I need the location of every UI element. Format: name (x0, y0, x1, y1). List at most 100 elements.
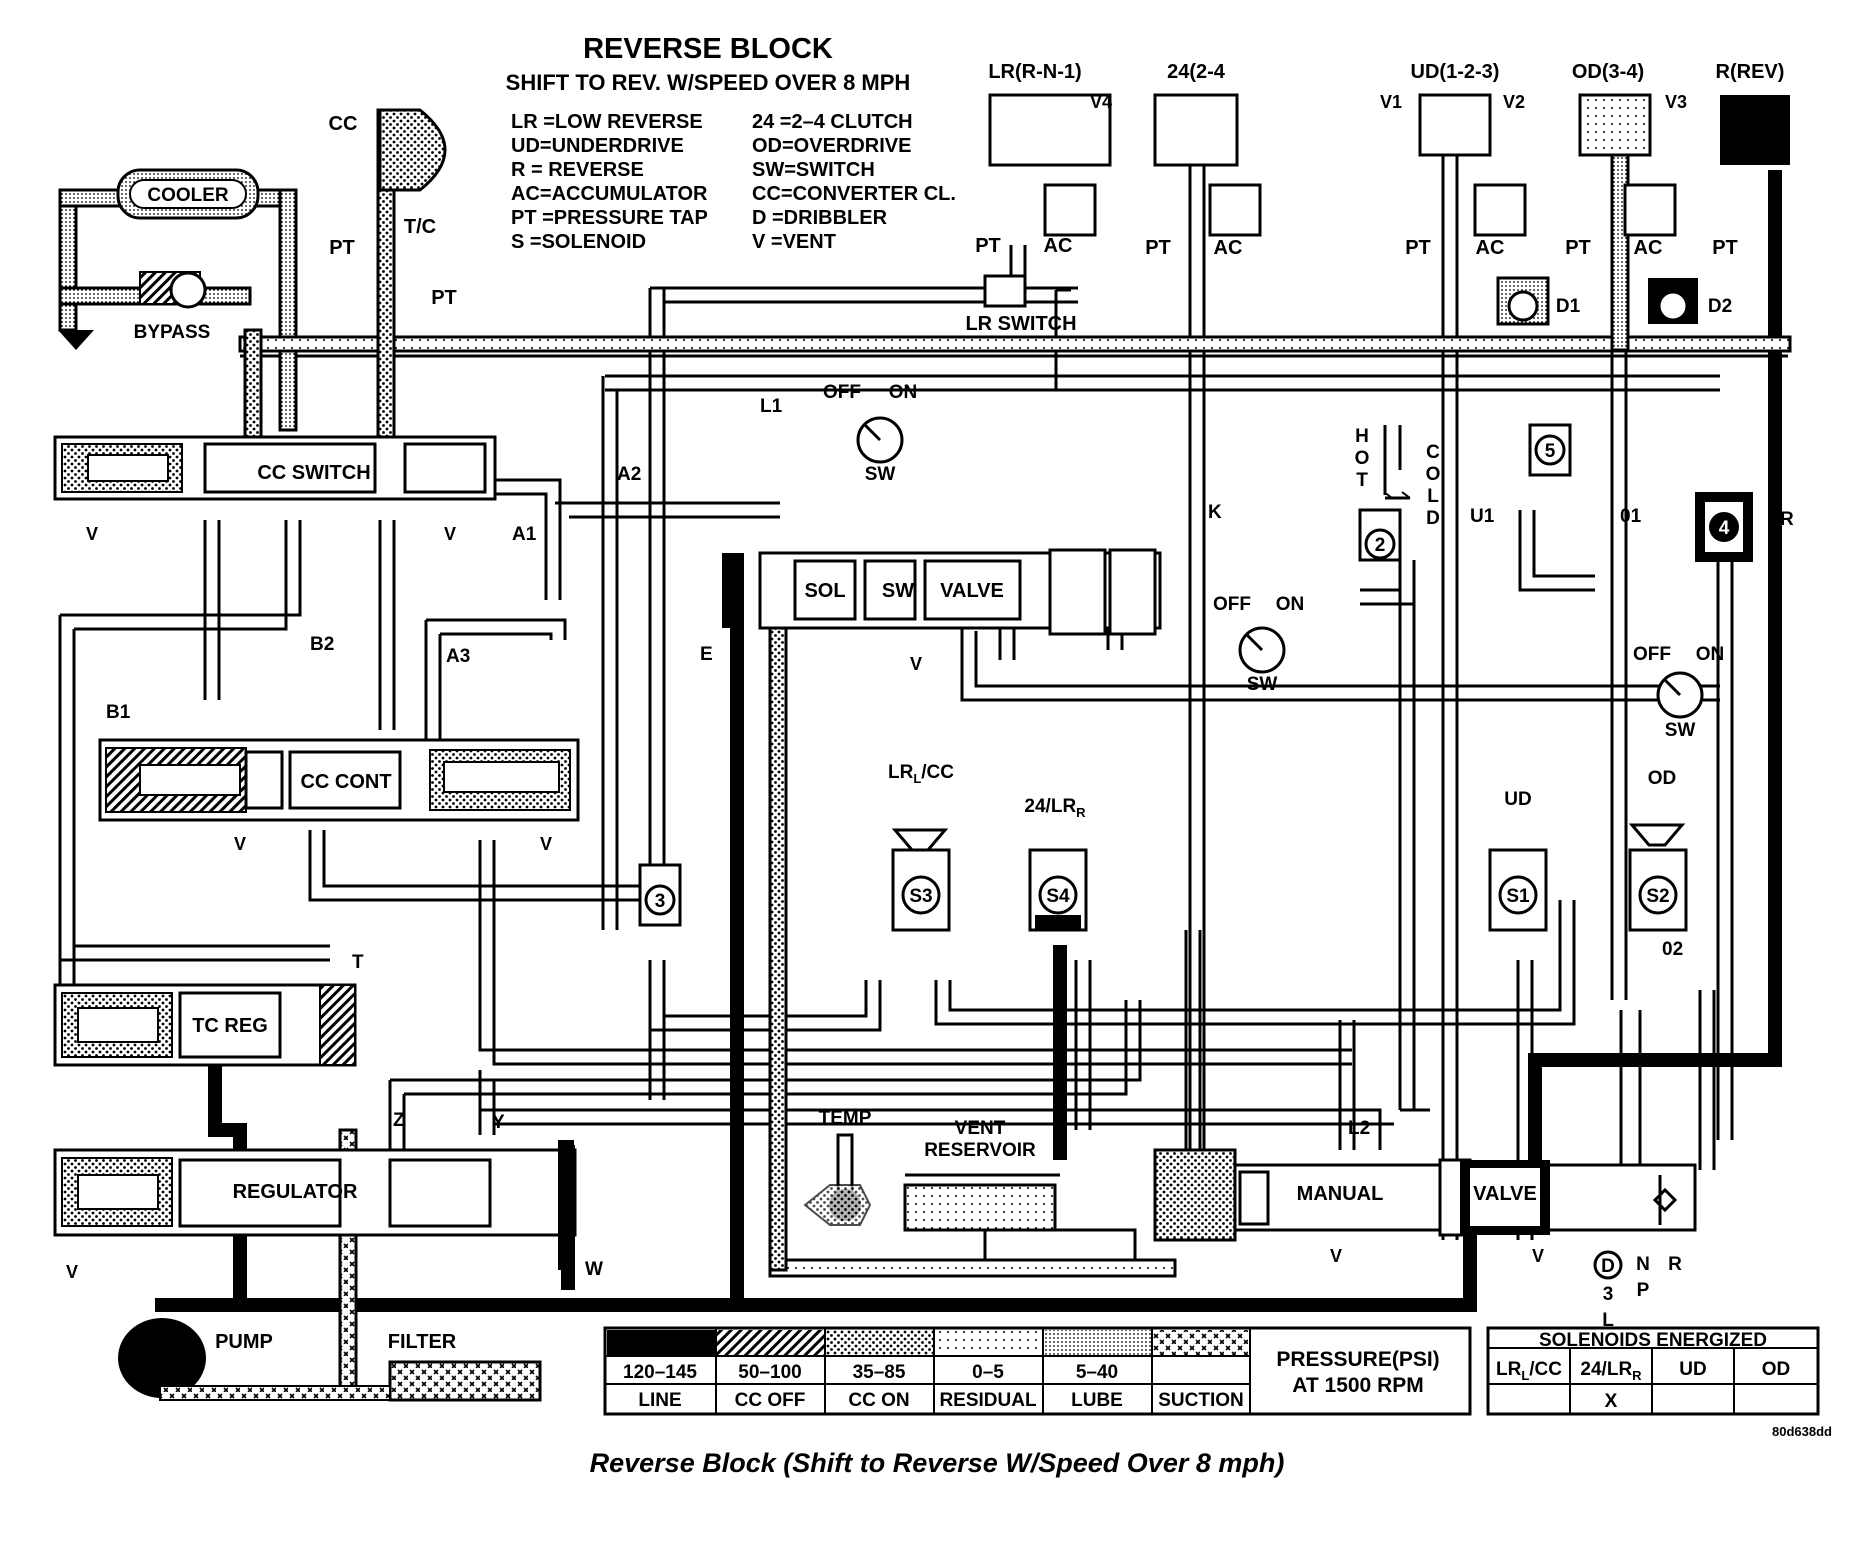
sw3-on: ON (1696, 644, 1725, 665)
cc-switch-label: CC SWITCH (257, 462, 370, 484)
reservoir-label: RESERVOIR (924, 1140, 1036, 1161)
legend-range-0: 120–145 (623, 1362, 697, 1383)
passage-r: R (1780, 509, 1794, 530)
position-n: N (1636, 1254, 1650, 1275)
clutch-od-label: OD(3-4) (1572, 61, 1644, 83)
clutch-od: OD(3-4) V3 PT AC (1565, 61, 1687, 259)
temp-label: TEMP (819, 1108, 872, 1129)
swatch-line (607, 1330, 716, 1356)
solenoid-s4: S4 24/LRR (1024, 796, 1088, 932)
abbrev-v: V =VENT (752, 231, 836, 253)
pt-label-tc2: PT (431, 287, 457, 309)
filter: FILTER (159, 1331, 542, 1402)
passage-l2: L2 (1348, 1118, 1370, 1139)
d1-label: D1 (1556, 296, 1581, 317)
solenoids-energized-table: SOLENOIDS ENERGIZED LRL/CC 24/LRR UD OD … (1486, 1326, 1820, 1416)
passage-u1: U1 (1470, 506, 1495, 527)
abbreviation-legend-right: 24 =2–4 CLUTCH OD=OVERDRIVE SW=SWITCH CC… (752, 111, 956, 253)
abbrev-d: D =DRIBBLER (752, 207, 888, 229)
passage-o1: 01 (1620, 506, 1642, 527)
clutch-24-label: 24(2-4 (1167, 61, 1226, 83)
solenoid-s3: S3 LRL/CC (888, 762, 954, 932)
vent-v3: V3 (1665, 92, 1687, 112)
legend-range-1: 50–100 (738, 1362, 801, 1383)
pressure-switch-o1: OFF ON SW (1633, 644, 1724, 741)
legend-heading-1: PRESSURE(PSI) (1276, 1348, 1439, 1371)
cooler-drain-arrow (58, 330, 94, 350)
dribbler-d2: D2 (1648, 278, 1732, 324)
filter-label: FILTER (388, 1331, 457, 1353)
s4-title: 24/LRR (1024, 796, 1086, 820)
s4-label: S4 (1046, 886, 1070, 907)
position-p: P (1637, 1280, 1650, 1301)
swatch-cc-off (716, 1330, 825, 1356)
swatch-residual (934, 1330, 1043, 1356)
legend-name-0: LINE (638, 1390, 681, 1411)
pump-label: PUMP (215, 1331, 273, 1353)
vent-manual-2: V (1532, 1246, 1544, 1266)
vent-cc-switch-1: V (86, 524, 98, 544)
passage-w: W (585, 1259, 603, 1280)
position-d: D (1601, 1256, 1615, 1277)
sw1-on: ON (889, 382, 918, 403)
diagram-subtitle: SHIFT TO REV. W/SPEED OVER 8 MPH (506, 70, 911, 95)
hot-o: O (1355, 448, 1370, 469)
solenoids-header-1: 24/LRR (1580, 1359, 1642, 1383)
abbrev-sw: SW=SWITCH (752, 159, 875, 181)
bypass-label: BYPASS (134, 322, 211, 343)
legend-name-4: LUBE (1071, 1390, 1123, 1411)
solenoids-header-2: UD (1679, 1359, 1706, 1380)
sw1-label: SW (865, 464, 896, 485)
sw2-off: OFF (1213, 594, 1251, 615)
regulator-label: REGULATOR (233, 1181, 358, 1203)
solenoids-table-title: SOLENOIDS ENERGIZED (1539, 1330, 1767, 1351)
tc-reg-label: TC REG (192, 1015, 268, 1037)
manual-positions: D 3 L N P R (1593, 1250, 1682, 1331)
abbrev-24: 24 =2–4 CLUTCH (752, 111, 913, 133)
cold-l: L (1427, 486, 1439, 507)
passage-a3: A3 (446, 646, 470, 667)
vent-v1: V1 (1380, 92, 1402, 112)
ac-ud: AC (1476, 237, 1505, 259)
vent-cc-cont-1: V (234, 834, 246, 854)
temp-sensor: TEMP (803, 1108, 872, 1226)
s3-title: LRL/CC (888, 762, 954, 786)
ac-od: AC (1634, 237, 1663, 259)
solenoids-header-0: LRL/CC (1496, 1359, 1562, 1383)
legend-name-5: SUCTION (1158, 1390, 1244, 1411)
manual-valve: MANUAL VALVE V V (1153, 1148, 1697, 1266)
hot-h: H (1355, 426, 1369, 447)
passage-l1: L1 (760, 396, 783, 417)
passage-z: Z (393, 1110, 405, 1131)
cc-control-valve: CC CONT V V (98, 738, 580, 854)
vent-manual-1: V (1330, 1246, 1342, 1266)
cc-switch-valve: CC SWITCH V V (53, 435, 497, 544)
pt-rev: PT (1712, 237, 1738, 259)
legend-name-2: CC ON (848, 1390, 909, 1411)
position-r: R (1668, 1254, 1682, 1275)
legend-range-2: 35–85 (853, 1362, 906, 1383)
pt-label-tc1: PT (329, 237, 355, 259)
hot-t: T (1356, 470, 1368, 491)
passage-b1: B1 (106, 702, 131, 723)
s1-label: S1 (1506, 886, 1530, 907)
lr-switch: LR SWITCH (965, 274, 1077, 335)
pressure-switch-k: OFF ON SW (1213, 594, 1304, 695)
torque-converter: CC T/C PT PT (329, 108, 457, 309)
pt-lr: PT (975, 235, 1001, 257)
tc-regulator-valve: TC REG (53, 983, 357, 1067)
cold-c: C (1426, 442, 1440, 463)
check-ball-5: 5 (1528, 423, 1572, 477)
vent-cc-cont-2: V (540, 834, 552, 854)
pt-od: PT (1565, 237, 1591, 259)
diagram-title: REVERSE BLOCK (583, 33, 833, 65)
solenoid-s1: S1 UD (1488, 789, 1548, 932)
abbrev-pt: PT =PRESSURE TAP (511, 207, 708, 229)
vent-label: VENT (955, 1118, 1006, 1139)
vent-cc-switch-2: V (444, 524, 456, 544)
vent-v2: V2 (1503, 92, 1525, 112)
pt-ud: PT (1405, 237, 1431, 259)
check-ball-3: 3 (638, 863, 682, 927)
ac-24: AC (1214, 237, 1243, 259)
pump: PUMP (118, 1318, 273, 1398)
